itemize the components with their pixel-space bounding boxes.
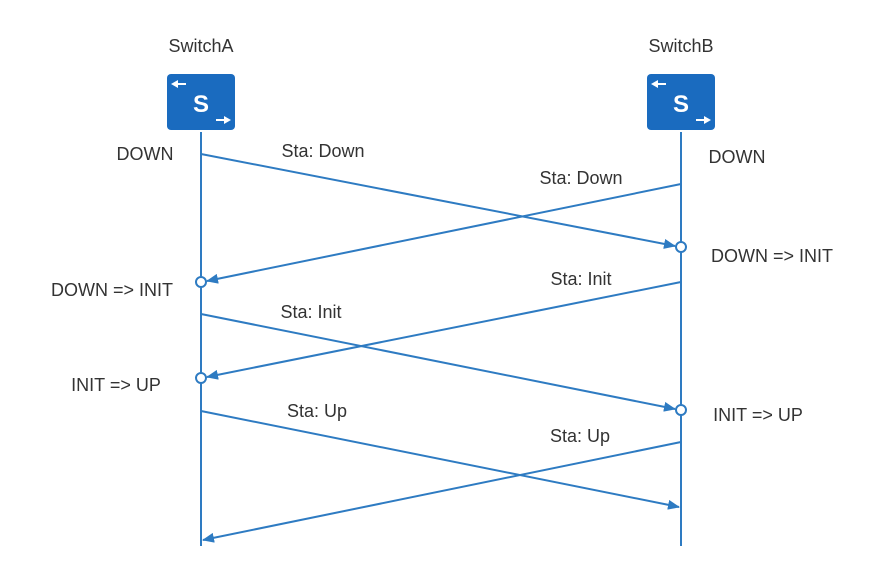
state-label-a-initial: DOWN: [117, 144, 174, 164]
switch-a-label: SwitchA: [168, 36, 233, 56]
svg-text:S: S: [673, 91, 689, 118]
message-label-b-init: Sta: Init: [550, 269, 611, 289]
message-arrow-a-down: [200, 153, 676, 249]
message-label-a-init: Sta: Init: [280, 302, 341, 322]
message-arrow-b-down: [206, 183, 682, 284]
switch-icon: S: [647, 74, 715, 130]
state-label-b-init-up: INIT => UP: [713, 405, 803, 425]
state-marker-b-init-up: [675, 404, 687, 416]
message-label-a-up: Sta: Up: [287, 401, 347, 421]
state-label-a-down-init: DOWN => INIT: [51, 280, 173, 300]
message-label-a-down: Sta: Down: [281, 141, 364, 161]
state-label-b-down-init: DOWN => INIT: [711, 246, 833, 266]
message-label-b-up: Sta: Up: [550, 426, 610, 446]
message-label-b-down: Sta: Down: [539, 168, 622, 188]
message-arrow-a-up: [200, 410, 680, 510]
message-arrow-a-init: [200, 313, 676, 412]
state-marker-a-down-init: [195, 276, 207, 288]
switch-icon: S: [167, 74, 235, 130]
state-marker-b-down-init: [675, 241, 687, 253]
message-arrow-b-init: [206, 281, 682, 380]
state-label-b-initial: DOWN: [709, 147, 766, 167]
message-arrow-b-up: [202, 441, 682, 543]
switch-b-label: SwitchB: [648, 36, 713, 56]
svg-text:S: S: [193, 91, 209, 118]
state-label-a-init-up: INIT => UP: [71, 375, 161, 395]
state-marker-a-init-up: [195, 372, 207, 384]
